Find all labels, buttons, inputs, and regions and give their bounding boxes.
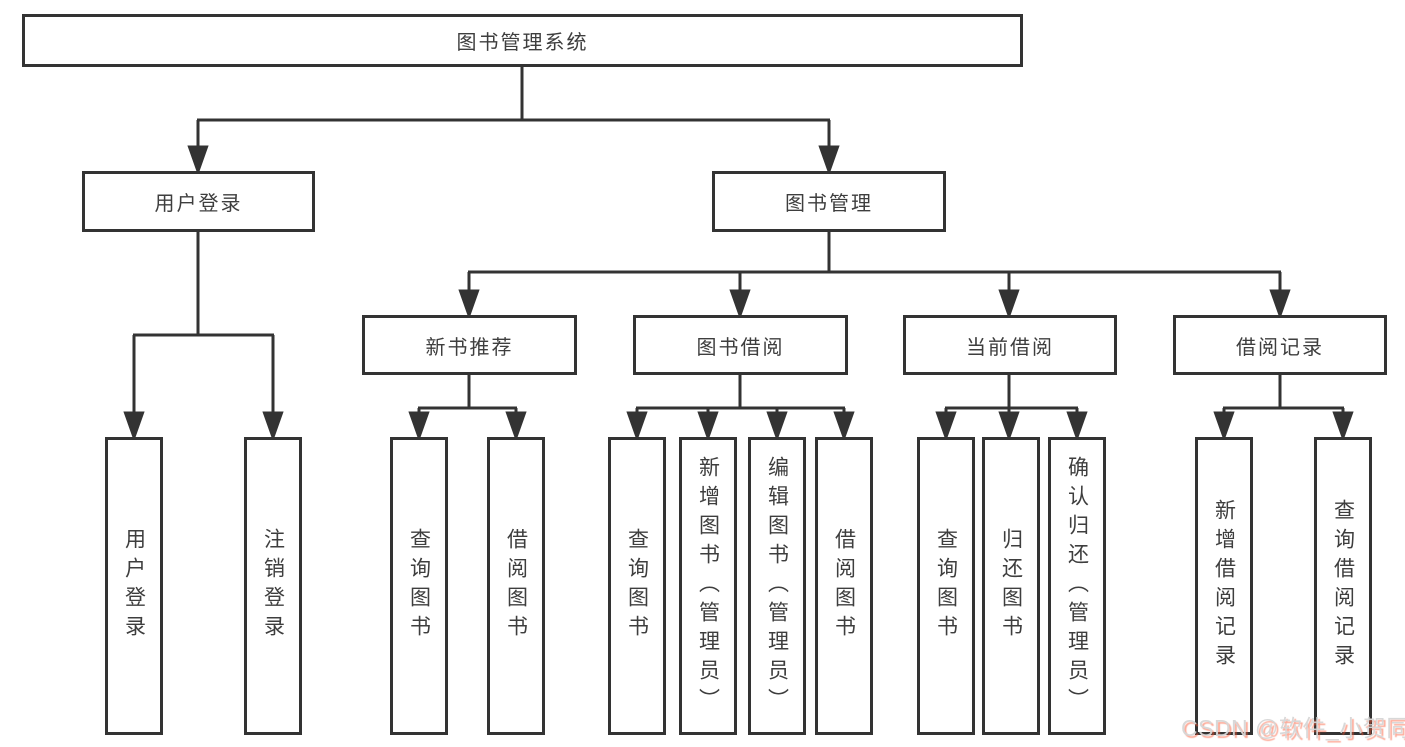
leaf-current-query-books: 查询图书 [917,437,975,735]
node-root-system: 图书管理系统 [22,14,1023,67]
leaf-borrowing-add-books-admin: 新增图书（管理员） [679,437,737,735]
leaf-label: 用户登录 [122,528,146,644]
node-new-book-recommend: 新书推荐 [362,315,577,375]
leaf-label: 借阅图书 [504,528,528,644]
node-current-borrowing: 当前借阅 [903,315,1117,375]
csdn-watermark: CSDN @软件_小贺同学 [1181,715,1405,741]
leaf-recommend-borrow-books: 借阅图书 [487,437,545,735]
leaf-borrowing-borrow-books: 借阅图书 [815,437,873,735]
leaf-label: 新增图书（管理员） [696,455,720,717]
leaf-label: 查询图书 [934,528,958,644]
node-borrowing-records: 借阅记录 [1173,315,1387,375]
node-book-management: 图书管理 [712,171,946,232]
leaf-user-login: 用户登录 [105,437,163,735]
node-book-borrowing: 图书借阅 [633,315,848,375]
node-user-login: 用户登录 [82,171,315,232]
leaf-records-add-record: 新增借阅记录 [1195,437,1253,735]
leaf-label: 归还图书 [999,528,1023,644]
leaf-borrowing-edit-books-admin: 编辑图书（管理员） [748,437,806,735]
leaf-current-return-books: 归还图书 [982,437,1040,735]
leaf-label: 编辑图书（管理员） [765,455,789,717]
leaf-label: 借阅图书 [832,528,856,644]
leaf-label: 新增借阅记录 [1212,499,1236,673]
leaf-label: 查询图书 [625,528,649,644]
leaf-label: 注销登录 [261,528,285,644]
leaf-records-query-record: 查询借阅记录 [1314,437,1372,735]
leaf-recommend-query-books: 查询图书 [390,437,448,735]
leaf-label: 查询图书 [407,528,431,644]
leaf-current-confirm-return-admin: 确认归还（管理员） [1048,437,1106,735]
leaf-borrowing-query-books: 查询图书 [608,437,666,735]
leaf-label: 确认归还（管理员） [1065,455,1089,717]
leaf-logout: 注销登录 [244,437,302,735]
leaf-label: 查询借阅记录 [1331,499,1355,673]
